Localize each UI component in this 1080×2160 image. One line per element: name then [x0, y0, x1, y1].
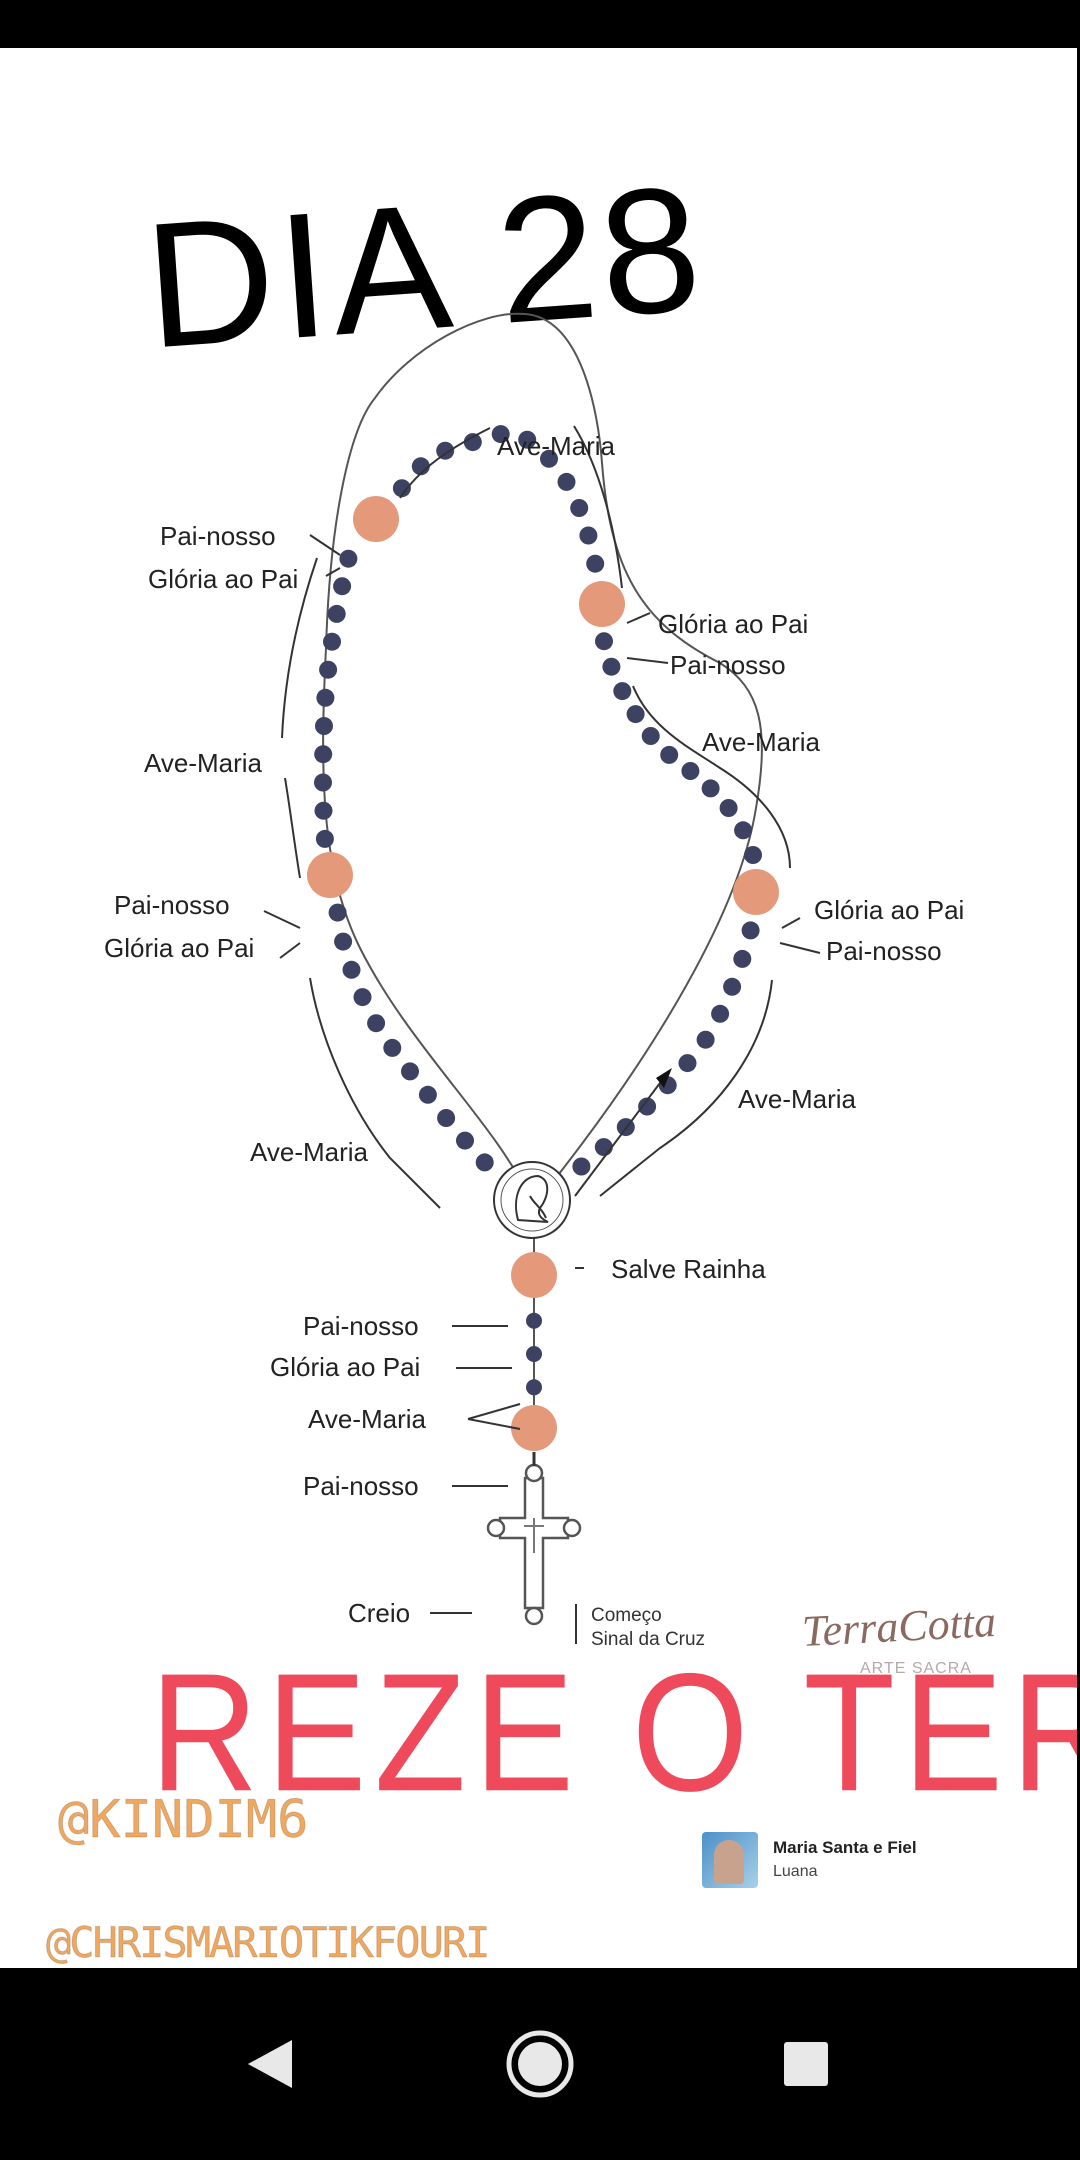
- small-bead: [437, 1109, 455, 1127]
- small-bead: [579, 527, 597, 545]
- label-ave-maria: Ave-Maria: [144, 748, 263, 778]
- label-creio: Creio: [348, 1598, 410, 1628]
- small-bead: [586, 555, 604, 573]
- label-ave-maria: Ave-Maria: [702, 727, 821, 757]
- navigation-bar: [0, 1968, 1080, 2160]
- small-bead: [660, 746, 678, 764]
- cross-icon: [488, 1465, 580, 1624]
- label-pai-nosso: Pai-nosso: [114, 890, 230, 920]
- label-gloria: Glória ao Pai: [270, 1352, 420, 1382]
- small-bead: [742, 921, 760, 939]
- small-bead: [315, 802, 333, 820]
- medal-icon: [494, 1162, 570, 1238]
- small-bead: [526, 1313, 542, 1329]
- music-thumbnail: [702, 1832, 758, 1888]
- small-bead: [702, 779, 720, 797]
- small-bead: [367, 1014, 385, 1032]
- large-bead: [307, 852, 353, 898]
- small-bead: [558, 473, 576, 491]
- small-bead: [316, 689, 334, 707]
- small-bead: [343, 961, 361, 979]
- small-bead: [613, 682, 631, 700]
- recents-icon[interactable]: [756, 2014, 856, 2114]
- handle-tag[interactable]: @CHRISMARIOTIKFOURI: [46, 1922, 488, 1964]
- large-bead: [579, 581, 625, 627]
- small-bead: [334, 933, 352, 951]
- small-bead: [333, 577, 351, 595]
- small-bead: [711, 1005, 729, 1023]
- large-bead: [733, 869, 779, 915]
- small-bead: [697, 1031, 715, 1049]
- label-gloria: Glória ao Pai: [658, 609, 808, 639]
- small-bead: [319, 661, 337, 679]
- small-bead: [339, 550, 357, 568]
- small-bead: [315, 717, 333, 735]
- label-ave-maria: Ave-Maria: [308, 1404, 427, 1434]
- label-gloria: Glória ao Pai: [814, 895, 964, 925]
- small-bead: [572, 1158, 590, 1176]
- small-bead: [314, 774, 332, 792]
- small-bead: [383, 1039, 401, 1057]
- small-bead: [679, 1054, 697, 1072]
- small-bead: [642, 727, 660, 745]
- label-pai-nosso: Pai-nosso: [160, 521, 276, 551]
- label-ave-maria: Ave-Maria: [738, 1084, 857, 1114]
- label-ave-maria: Ave-Maria: [497, 431, 616, 461]
- small-bead: [476, 1153, 494, 1171]
- small-bead: [401, 1062, 419, 1080]
- small-bead: [323, 633, 341, 651]
- small-bead: [354, 988, 372, 1006]
- small-bead: [720, 799, 738, 817]
- home-icon[interactable]: [490, 2014, 590, 2114]
- direction-arrow-icon: [575, 1083, 660, 1196]
- small-bead: [526, 1379, 542, 1395]
- music-thumbnail-figure: [714, 1840, 744, 1884]
- music-title: Maria Santa e Fiel: [773, 1838, 917, 1858]
- label-ave-maria: Ave-Maria: [250, 1137, 369, 1167]
- label-pai-nosso: Pai-nosso: [826, 936, 942, 966]
- large-bead: [353, 496, 399, 542]
- label-salve-rainha: Salve Rainha: [611, 1254, 766, 1284]
- music-artist: Luana: [773, 1863, 818, 1881]
- small-bead: [328, 605, 346, 623]
- small-bead: [526, 1346, 542, 1362]
- small-bead: [595, 1138, 613, 1156]
- small-bead: [419, 1086, 437, 1104]
- small-bead: [314, 745, 332, 763]
- small-bead: [570, 499, 588, 517]
- small-bead: [464, 433, 482, 451]
- label-pai-nosso: Pai-nosso: [303, 1471, 419, 1501]
- label-pai-nosso: Pai-nosso: [303, 1311, 419, 1341]
- small-bead: [733, 950, 751, 968]
- small-bead: [595, 632, 613, 650]
- label-gloria: Glória ao Pai: [104, 933, 254, 963]
- small-bead: [316, 830, 334, 848]
- status-bar: [0, 0, 1080, 48]
- small-bead: [681, 762, 699, 780]
- label-comeco: Começo: [591, 1605, 662, 1626]
- small-bead: [734, 821, 752, 839]
- small-bead: [329, 904, 347, 922]
- small-bead: [456, 1132, 474, 1150]
- story-content[interactable]: DIA 28: [0, 48, 1077, 1968]
- label-pai-nosso: Pai-nosso: [670, 650, 786, 680]
- small-bead: [602, 658, 620, 676]
- handle-tag[interactable]: @KINDIM6: [58, 1794, 308, 1846]
- label-gloria: Glória ao Pai: [148, 564, 298, 594]
- large-bead: [511, 1252, 557, 1298]
- back-icon[interactable]: [220, 2014, 320, 2114]
- small-bead: [744, 846, 762, 864]
- small-bead: [627, 705, 645, 723]
- small-bead: [723, 978, 741, 996]
- music-badge[interactable]: Maria Santa e Fiel Luana: [702, 1832, 1002, 1898]
